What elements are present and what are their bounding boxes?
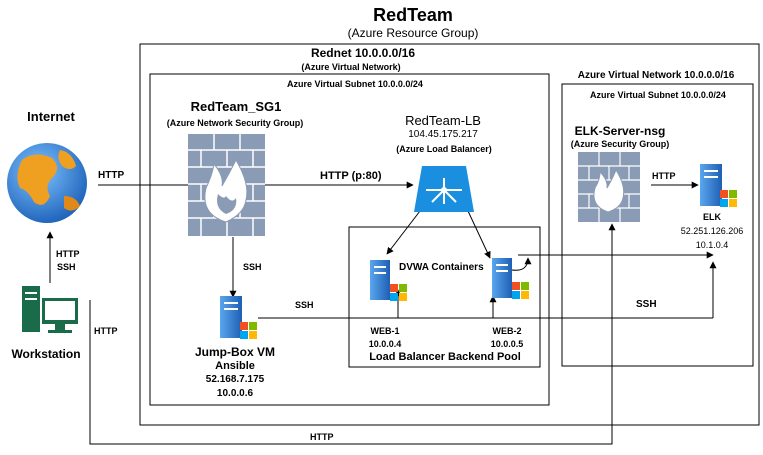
workstation-label: Workstation	[11, 347, 81, 361]
jumpbox-private-ip: 10.0.0.6	[216, 388, 254, 399]
vnet1-name: Rednet 10.0.0.0/16	[310, 46, 416, 60]
workstation-icon	[22, 286, 78, 333]
load-balancer-icon	[414, 166, 474, 212]
internet-label: Internet	[27, 109, 75, 124]
edge-label-nsg-elk: HTTP	[652, 171, 676, 181]
lb-to-web1-arrow	[386, 210, 421, 255]
edge-label-ws-ssh: SSH	[57, 262, 76, 272]
resource-group-box	[139, 43, 760, 426]
bottom-http-arrow	[89, 223, 616, 445]
jumpbox-ip: 52.168.7.175	[205, 374, 265, 385]
elk-private-ip: 10.1.0.4	[695, 240, 729, 250]
web2-loop-arrow	[511, 257, 532, 271]
web2-name: WEB-2	[492, 326, 522, 336]
server-icon-web2	[492, 258, 529, 299]
web2-ip: 10.0.0.5	[490, 339, 524, 349]
lb-kind: (Azure Load Balancer)	[396, 144, 492, 154]
globe-icon	[7, 143, 87, 223]
firewall-icon-elk	[578, 152, 640, 222]
lb-name: RedTeam-LB	[405, 113, 481, 128]
server-icon-web1	[370, 260, 407, 301]
edge-label-nsg-lb: HTTP (p:80)	[320, 170, 382, 182]
diagram-title: RedTeam	[373, 5, 453, 25]
dvwa-containers-label: DVWA Containers	[399, 262, 484, 273]
subnet1-name: Azure Virtual Subnet 10.0.0.0/24	[287, 79, 423, 89]
nsg2-name: ELK-Server-nsg	[574, 124, 666, 138]
lb-ip: 104.45.175.217	[408, 129, 478, 140]
subnet2-box	[561, 83, 754, 367]
backend-pool-label: Load Balancer Backend Pool	[369, 351, 521, 363]
subnet2-name: Azure Virtual Subnet 10.0.0.0/24	[590, 90, 726, 100]
lb-to-web2-arrow	[467, 210, 491, 259]
edge-label-jump-ssh: SSH	[295, 300, 314, 310]
vnet2-name: Azure Virtual Network 10.0.0.0/16	[577, 70, 735, 81]
backend-pool-box	[348, 226, 541, 368]
edge-label-bottom-http: HTTP	[310, 432, 334, 442]
server-icon-jumpbox	[220, 296, 257, 339]
diagram-subtitle: (Azure Resource Group)	[347, 26, 479, 40]
edge-label-nsg-jump: SSH	[243, 262, 262, 272]
firewall-icon	[188, 134, 265, 236]
edge-label-ws-left-http: HTTP	[94, 326, 118, 336]
jumpbox-role: Ansible	[215, 360, 255, 372]
elk-ip: 52.251.126.206	[680, 226, 744, 236]
nsg1-name: RedTeam_SG1	[190, 99, 282, 114]
jumpbox-name: Jump-Box VM	[194, 345, 276, 359]
vnet1-kind: (Azure Virtual Network)	[301, 62, 401, 72]
edge-label-internet-http: HTTP	[98, 170, 125, 181]
elk-name: ELK	[703, 212, 721, 222]
edge-label-ws-http: HTTP	[56, 249, 80, 259]
subnet1-box	[149, 73, 550, 406]
nsg2-kind: (Azure Security Group)	[570, 139, 670, 149]
edge-label-elk-ssh: SSH	[636, 299, 657, 310]
web1-name: WEB-1	[370, 326, 400, 336]
web1-ip: 10.0.0.4	[368, 339, 402, 349]
server-icon-elk	[700, 164, 737, 207]
nsg1-kind: (Azure Network Security Group)	[166, 118, 304, 128]
